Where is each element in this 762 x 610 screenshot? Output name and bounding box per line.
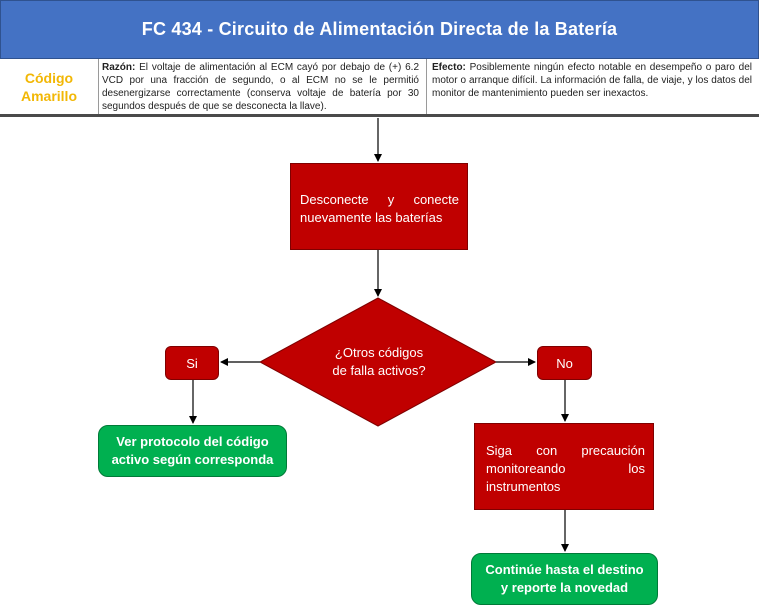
decision-label: ¿Otros códigos de falla activos? [318,344,440,380]
code-label-line2: Amarillo [20,87,77,104]
caution-line3: instrumentos [486,479,561,494]
code-color-cell: Código Amarillo [0,59,99,114]
info-divider [426,59,427,114]
step-disconnect-batteries: Desconecte y conecte nuevamente las bate… [290,163,468,250]
reason-cell: Razón: El voltaje de alimentación al ECM… [102,61,419,113]
caution-word: monitoreando [486,461,566,476]
decision-line1: ¿Otros códigos [334,345,424,360]
yes-result-line1: Ver protocolo del código [116,434,269,449]
yes-branch-box: Si [165,346,219,380]
step1-line1: Desconecte y conecte [300,191,459,209]
final-line2: y reporte la novedad [500,580,629,595]
caution-line1: Siga con precaución [486,442,645,460]
step1-line2: nuevamente las baterías [300,210,443,225]
yes-result-line2: activo según corresponda [111,452,274,467]
effect-text: Posiblemente ningún efecto notable en de… [432,62,753,99]
info-panel: Código Amarillo Razón: El voltaje de ali… [0,59,759,117]
page-title: FC 434 - Circuito de Alimentación Direct… [141,19,618,39]
step-proceed-with-caution: Siga con precaución monitoreando los ins… [474,423,654,510]
reason-text: El voltaje de alimentación al ECM cayó p… [102,62,420,112]
decision-diamond [258,297,498,427]
effect-label: Efecto: [432,62,466,73]
no-branch-box: No [537,346,592,380]
caution-line2: monitoreando los [486,460,645,478]
effect-cell: Efecto: Posiblemente ningún efecto notab… [432,61,752,100]
reason-label: Razón: [102,62,136,73]
code-label-line1: Código [24,69,74,86]
caution-word: los [628,461,645,476]
yes-result-terminal: Ver protocolo del código activo según co… [98,425,287,477]
page-header: FC 434 - Circuito de Alimentación Direct… [0,0,759,59]
decision-line2: de falla activos? [332,363,426,378]
caution-word: precaución [581,443,645,458]
no-label: No [556,355,573,371]
caution-word: Siga [486,443,513,458]
step1-word: Desconecte [300,192,369,207]
step1-word: conecte [413,192,459,207]
final-line1: Continúe hasta el destino [485,562,644,577]
yes-label: Si [186,355,198,371]
step1-word: y [387,192,395,207]
caution-word: con [536,443,558,458]
final-terminal: Continúe hasta el destino y reporte la n… [471,553,658,605]
